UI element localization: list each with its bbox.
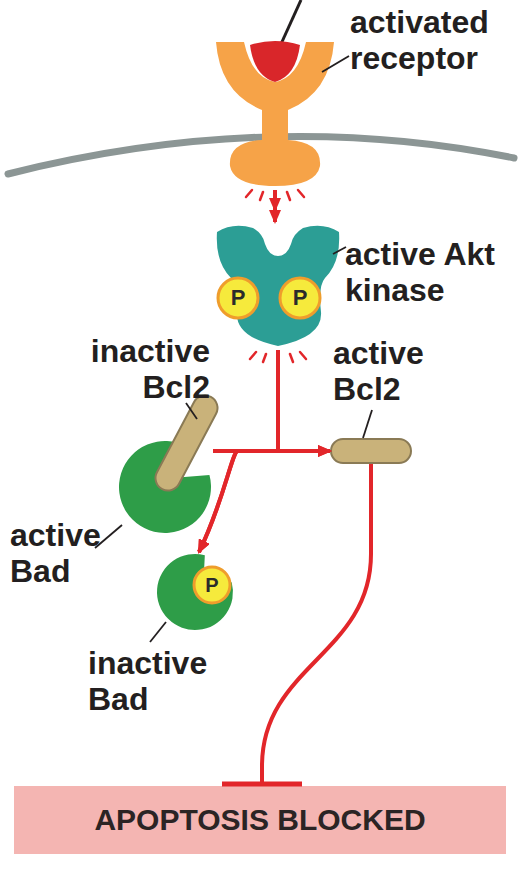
signal-ray	[250, 352, 256, 359]
protein-label: active Bcl2	[333, 335, 443, 407]
phosphate-circle: P	[216, 276, 260, 320]
receptor-body	[216, 42, 334, 186]
rod-fill	[168, 408, 205, 478]
activation-arrow	[199, 451, 238, 552]
protein-label: inactive Bcl2	[60, 333, 210, 405]
signal-ray	[246, 190, 252, 197]
leader-line	[363, 410, 372, 438]
outcome-box: APOPTOSIS BLOCKED	[14, 786, 506, 854]
phosphate-label: P	[192, 565, 232, 605]
bcl2-rod: inactive Bcl2	[150, 395, 218, 490]
kinase-body	[217, 226, 339, 346]
leader-line	[333, 247, 346, 254]
signal-ray	[300, 352, 306, 359]
box-fill	[14, 786, 506, 854]
protein-label: active Akt kinase	[345, 236, 510, 308]
bcl2-rod-outline	[150, 395, 218, 490]
signal-ray	[263, 354, 266, 362]
rod-outline	[168, 408, 205, 478]
bad-protein: inactive BadP	[155, 552, 235, 632]
signal-ray	[260, 192, 263, 200]
receptor-shape-outline	[212, 38, 338, 190]
leader-line	[95, 525, 122, 548]
signal-ray	[287, 192, 290, 200]
phosphate-circle: P	[278, 276, 322, 320]
bcl2-rod: active Bcl2	[330, 438, 412, 464]
ligand-stalk	[281, 0, 301, 44]
activation-arrow	[273, 190, 277, 222]
signal-ray	[298, 190, 304, 197]
receptor-shape: activated receptor	[212, 38, 338, 190]
activation-arrow	[218, 449, 330, 453]
bcl2-rod-outline	[330, 438, 412, 464]
ligand	[250, 41, 300, 82]
protein-label: active Bad	[10, 517, 120, 589]
protein-label: inactive Bad	[88, 645, 218, 717]
leader-line	[322, 56, 349, 72]
leader-line	[186, 403, 197, 419]
activation-arrow	[278, 350, 330, 451]
protein-body	[119, 441, 211, 533]
signal-ray	[290, 354, 293, 362]
inhibition-line	[262, 464, 371, 786]
activation-arrow	[199, 350, 278, 552]
outcome-text: APOPTOSIS BLOCKED	[14, 786, 506, 854]
phosphate-circle: P	[192, 565, 232, 605]
leader-line	[150, 622, 166, 642]
protein-label: activated receptor	[350, 4, 515, 76]
protein-body	[157, 554, 233, 630]
kinase-shape: active Akt kinasePP	[213, 222, 343, 350]
leader-lines	[95, 56, 372, 642]
phosphate-label: P	[278, 276, 322, 320]
rod-fill	[331, 439, 411, 463]
phosphate-label: P	[216, 276, 260, 320]
